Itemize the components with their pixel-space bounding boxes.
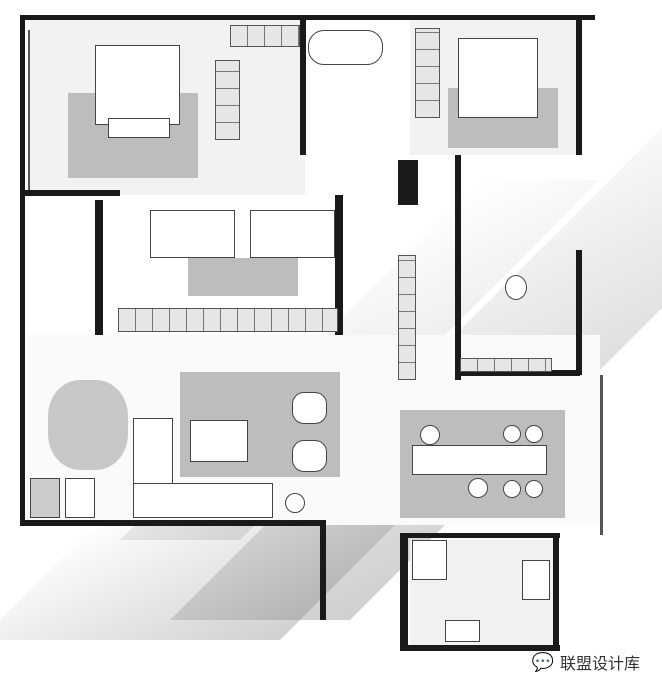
chair [503,480,521,498]
wall-bottom-mid [320,520,326,620]
bath2-cabinet [460,358,552,372]
wechat-icon: 💬 [531,651,554,672]
chair [525,425,543,443]
wall-bath-vertical [300,15,306,155]
kitchen-sink [522,560,550,600]
wall-right-top [576,15,582,155]
study-rug [188,258,298,296]
side-table [285,493,305,513]
wardrobe [230,25,300,47]
watermark-text: 联盟设计库 [559,656,640,673]
study-desk-right [250,210,335,258]
watermark: 💬 联盟设计库 [532,650,640,674]
bedroom2-bed [458,38,538,118]
balcony-rail [600,375,603,535]
wall-kitchen-right [553,535,559,650]
chair [420,425,440,445]
bed-bench [108,118,170,138]
bathtub [308,30,383,65]
chair [525,480,543,498]
storage-box [65,478,95,518]
storage-box [30,478,60,518]
sofa-bottom [133,483,273,518]
wall-study-right [335,195,343,335]
wall-kitchen-bottom [400,645,560,651]
kitchen-counter [412,540,447,580]
corridor-cabinet [398,255,416,380]
wall-kitchen-top [400,533,560,538]
dining-table [412,445,547,475]
wall-kitchen-left [400,535,408,650]
stove [445,620,480,642]
study-desk-left [150,210,235,258]
chair [468,478,488,498]
wall-bottom-left [20,520,325,526]
wall-corridor [398,160,418,205]
wall-right-mid [576,250,582,375]
coffee-table [190,420,248,462]
chair [503,425,521,443]
armchair-1 [292,392,327,424]
dresser [215,60,240,140]
study-cabinet [118,308,338,332]
wall-study-left [95,200,103,335]
wall-left [20,15,25,525]
armchair-2 [292,440,327,472]
wall-top [20,15,595,20]
window-left [28,30,30,190]
wall-bedroom-bottom [20,190,120,196]
toilet [505,275,527,300]
wall-bath2-left [455,155,461,380]
wall-bath2-bottom [455,370,580,376]
bedroom2-wardrobe [415,28,440,118]
kids-area-rug [48,380,128,470]
master-bed [95,45,180,125]
